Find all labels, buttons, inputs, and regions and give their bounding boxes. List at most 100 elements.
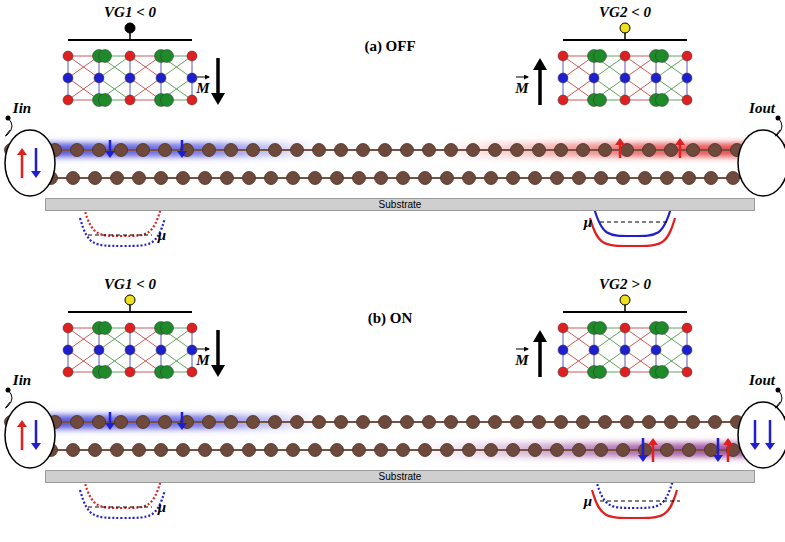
chemical-potential-label: μ [158,499,166,516]
atom [115,144,128,157]
atom [309,172,322,185]
atom [89,444,102,457]
atom [643,416,656,429]
atom [225,144,238,157]
lattice-atom [63,323,73,333]
atom [93,416,106,429]
atom [155,172,168,185]
spin-arrow [619,143,622,158]
atom [577,144,590,157]
atom [401,416,414,429]
lattice-atom [620,73,630,83]
lattice-atom [682,323,692,333]
lead-contact [5,130,55,196]
atom [489,416,502,429]
atom [89,172,102,185]
atom [71,144,84,157]
spin-arrow [35,420,38,445]
substrate-label: Substrate [379,200,422,210]
atom [467,416,480,429]
atom [507,172,520,185]
atom [705,444,718,457]
atom [313,144,326,157]
lattice-atom [620,95,630,105]
atom [115,416,128,429]
atom [309,444,322,457]
atom [617,172,630,185]
atom [375,172,388,185]
magnetic-lattice [558,50,692,107]
atom [177,444,190,457]
lattice-atom [651,345,661,355]
atom [203,144,216,157]
gate-voltage: VG2 < 0 [599,4,651,21]
lattice-atom [558,345,568,355]
atom [529,444,542,457]
spin-arrowhead [713,455,723,462]
atom [243,172,256,185]
atom [111,172,124,185]
lattice-atom [656,366,669,379]
magnetization-symbol: M [515,352,528,369]
atom [419,444,432,457]
atom [243,444,256,457]
atom [617,444,630,457]
lattice-atom [558,323,568,333]
magnetization-arrowhead [211,93,225,105]
current-wire [5,118,12,136]
spin-arrowhead [17,148,27,155]
lattice-atom [63,51,73,61]
panel-title: (a) OFF [364,38,415,55]
atom [489,144,502,157]
lattice-atom [156,345,166,355]
lead-contact [738,130,785,196]
magnetization-arrowhead [533,58,547,70]
lattice-atom [187,323,197,333]
atom [269,416,282,429]
lattice-atom [682,95,692,105]
lattice-atom [558,73,568,83]
atom [265,172,278,185]
current-wire [775,390,782,408]
chemical-potential-label: μ [584,493,592,510]
atom [533,144,546,157]
chemical-potential-label: μ [584,214,592,231]
gate-voltage: VG2 > 0 [599,276,651,293]
spin-arrow [35,148,38,173]
spin-arrow [679,143,682,158]
gate-terminal [125,295,135,305]
atom [221,172,234,185]
atom [331,444,344,457]
spin-arrow [21,153,24,178]
spin-arrow [642,438,645,457]
atom [511,416,524,429]
atom [291,416,304,429]
lattice-atom [187,73,197,83]
atom [621,416,634,429]
atom [551,444,564,457]
lattice-atom [125,323,135,333]
spin-band [592,490,677,518]
magnetization-symbol: M [196,80,209,97]
vector-sign [516,349,528,350]
atom [441,444,454,457]
lattice-atom [63,95,73,105]
atom [555,144,568,157]
atom [397,444,410,457]
lattice-atom [620,51,630,61]
atom [199,172,212,185]
lattice-atom [187,51,197,61]
atom [419,172,432,185]
spin-arrowhead [750,443,760,450]
atom [159,144,172,157]
vector-sign [516,77,528,78]
spin-arrowhead [638,455,648,462]
lattice-atom [589,345,599,355]
magnetization-arrow [538,68,542,105]
atom [221,444,234,457]
chemical-potential-line [600,501,680,502]
atom [533,416,546,429]
wire-terminal [776,388,781,393]
lattice-atom [94,345,104,355]
